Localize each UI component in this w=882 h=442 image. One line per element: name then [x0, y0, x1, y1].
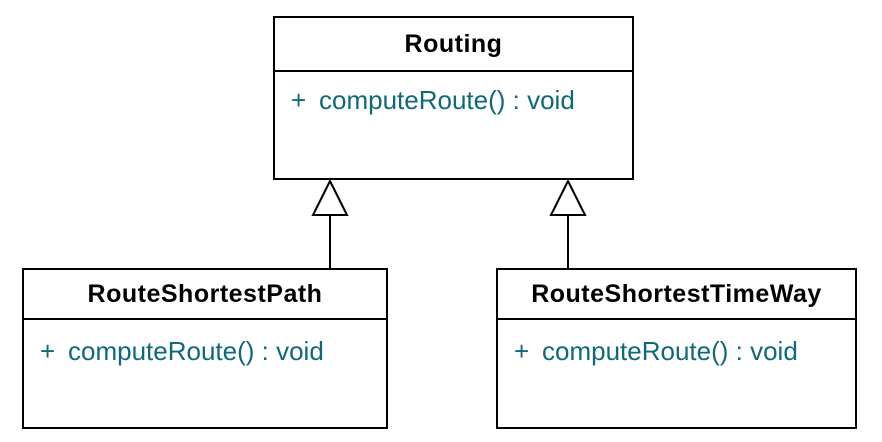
method-signature: computeRoute() : void	[68, 336, 324, 366]
class-box-routing: Routing + computeRoute() : void	[273, 16, 634, 180]
method-row: + computeRoute() : void	[24, 336, 386, 366]
class-name: RouteShortestTimeWay	[498, 270, 855, 320]
generalization-left	[311, 178, 349, 268]
class-box-route-shortest-path: RouteShortestPath + computeRoute() : voi…	[22, 268, 388, 429]
visibility-marker: +	[40, 336, 56, 366]
class-name: RouteShortestPath	[24, 270, 386, 320]
visibility-marker: +	[291, 85, 307, 115]
class-box-route-shortest-time-way: RouteShortestTimeWay + computeRoute() : …	[496, 268, 857, 429]
inheritance-triangle-icon	[549, 178, 587, 216]
generalization-right	[549, 178, 587, 268]
class-name: Routing	[275, 18, 632, 72]
method-row: + computeRoute() : void	[498, 336, 855, 366]
method-signature: computeRoute() : void	[542, 336, 798, 366]
method-row: + computeRoute() : void	[275, 85, 632, 115]
class-members: + computeRoute() : void	[498, 320, 855, 366]
method-signature: computeRoute() : void	[319, 85, 575, 115]
class-members: + computeRoute() : void	[24, 320, 386, 366]
visibility-marker: +	[514, 336, 530, 366]
inheritance-triangle-icon	[311, 178, 349, 216]
class-members: + computeRoute() : void	[275, 72, 632, 115]
